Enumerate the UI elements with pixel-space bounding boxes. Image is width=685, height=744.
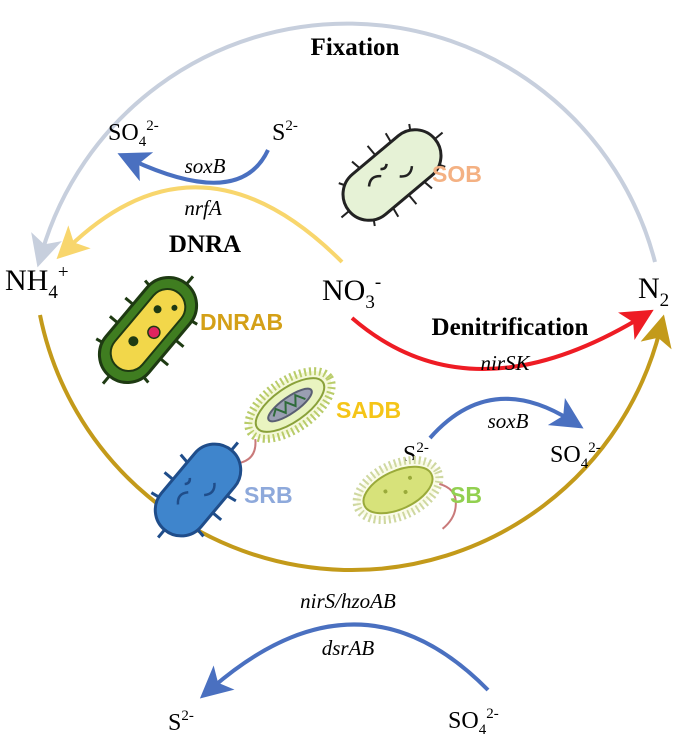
fixation-arrow — [31, 21, 657, 268]
ammonium-label: NH4+ — [5, 262, 69, 303]
dnrab-label: DNRAB — [200, 309, 283, 335]
sob-label: SOB — [432, 161, 482, 187]
denitrification-arrow — [350, 309, 654, 371]
sb-bacterium-icon — [352, 455, 457, 530]
denitrification-label: Denitrification — [432, 314, 589, 341]
dnra-arrow — [56, 185, 344, 264]
sulfate-top-label: SO42- — [108, 118, 159, 150]
dnrab-bacterium-icon — [95, 275, 199, 385]
sulfide-bottom-label: S2- — [168, 708, 194, 736]
sadb-bacterium-icon — [221, 367, 336, 484]
fixation-label: Fixation — [311, 34, 400, 61]
dsrab-arrow — [199, 622, 490, 699]
srb-bacterium-icon — [150, 441, 243, 539]
sb-label: SB — [450, 482, 482, 508]
soxb-top-arrow — [117, 149, 270, 185]
sulfate-mid-label: SO42- — [550, 440, 601, 472]
nitrate-label: NO3- — [322, 272, 381, 313]
sulfide-top-label: S2- — [272, 118, 298, 146]
soxb-bottom-gene: soxB — [488, 409, 529, 433]
anammox-arrow — [38, 314, 672, 572]
srb-label: SRB — [244, 482, 293, 508]
sob-bacterium-icon — [338, 123, 446, 227]
dnra-label: DNRA — [169, 231, 241, 258]
sulfate-bottom-label: SO42- — [448, 706, 499, 738]
nitrogen-label: N2 — [638, 272, 669, 311]
soxb-bottom-arrow — [428, 396, 584, 440]
sadb-label: SADB — [336, 397, 401, 423]
dsrab-gene: dsrAB — [322, 636, 375, 660]
soxb-top-gene: soxB — [185, 154, 226, 178]
nirsk-gene: nirSK — [480, 351, 530, 375]
nirs-hzoab-gene: nirS/hzoAB — [300, 589, 396, 613]
nrfa-gene: nrfA — [184, 196, 222, 220]
